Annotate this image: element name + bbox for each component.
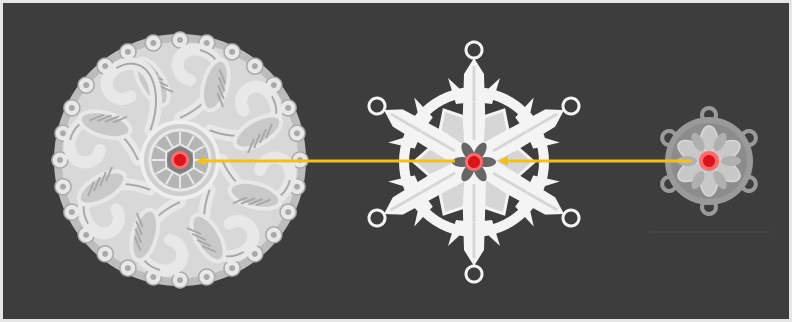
- center-marker-dot: [703, 155, 715, 167]
- center-marker-dot: [174, 154, 186, 166]
- center-marker-dot: [468, 156, 480, 168]
